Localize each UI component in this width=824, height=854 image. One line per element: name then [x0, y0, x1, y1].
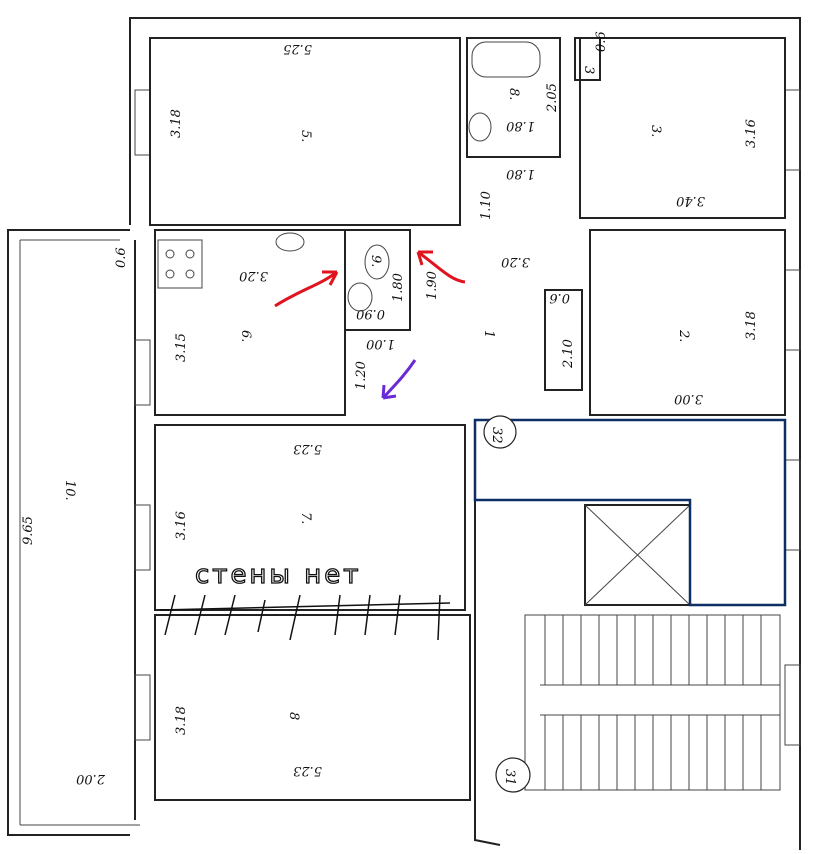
room6-wall: 0.6	[114, 247, 129, 268]
corridor-entry: 1.20	[354, 361, 369, 390]
room5-number: 5.	[298, 130, 313, 142]
stair-markers: 32 31	[483, 415, 531, 793]
corridor-niche	[544, 289, 583, 391]
annotation-no-wall: стены нет	[195, 560, 361, 590]
rooms	[149, 37, 786, 846]
sink-icon	[347, 282, 373, 312]
fixtures	[157, 41, 541, 312]
marker-32: 32	[489, 427, 504, 444]
room2-depth: 3.18	[744, 311, 759, 340]
marker-31: 31	[502, 769, 517, 786]
room-8-bath	[466, 37, 561, 158]
red-arrow	[274, 270, 339, 308]
highlight-outline	[473, 418, 787, 607]
purple-arrow	[381, 359, 417, 400]
room10-length: 9.65	[21, 516, 36, 545]
outer-walls	[7, 17, 801, 850]
room5-width: 5.25	[283, 41, 312, 56]
annotation-arrows	[274, 250, 466, 400]
room8-bath-number: 8.	[506, 88, 521, 100]
room9-number: 9.	[368, 255, 383, 267]
room-9-wc	[344, 229, 411, 331]
room5-depth: 3.18	[169, 109, 184, 138]
closet-width: 0.6	[594, 31, 609, 52]
corridor-segment2: 1.90	[425, 271, 440, 300]
room9-depth: 1.80	[391, 273, 406, 302]
room8-bath-outer-width: 1.80	[506, 166, 535, 181]
corridor-niche-depth: 2.10	[561, 339, 576, 369]
room7-number: 7.	[298, 512, 313, 524]
room8-width: 5.23	[293, 763, 322, 778]
room9-door: 1.00	[366, 336, 395, 351]
room3-width: 3.40	[676, 193, 705, 208]
staircase	[524, 614, 781, 791]
room3-depth: 3.16	[744, 119, 759, 148]
room-8	[154, 614, 471, 801]
sink-icon	[275, 232, 305, 252]
stove-icon	[157, 239, 203, 289]
room-2	[589, 229, 786, 416]
dimension-labels: 5.25 3.18 5. 8. 1.80 2.05 1.80 0.6 3 3. …	[21, 31, 759, 786]
corridor-niche-width: 0.6	[549, 290, 570, 305]
room7-depth: 3.16	[174, 511, 189, 540]
room10-width: 2.00	[76, 771, 106, 786]
room10-number: 10.	[62, 480, 77, 501]
bathtub-icon	[471, 41, 541, 78]
closet-number: 3	[581, 66, 596, 74]
room6-width: 3.20	[239, 268, 268, 283]
room-7	[154, 424, 466, 611]
room8-bath-width: 1.80	[506, 118, 535, 133]
corridor-number: 1	[481, 330, 496, 338]
corridor-segment1: 1.10	[479, 191, 494, 220]
room6-number: 6.	[238, 330, 253, 342]
room-3	[579, 37, 786, 219]
red-arrow	[416, 250, 466, 284]
room8-number: 8	[286, 712, 301, 720]
room6-depth: 3.15	[174, 333, 189, 362]
room3-number: 3.	[648, 125, 663, 137]
room2-number: 2.	[676, 329, 691, 342]
toilet-icon	[364, 244, 390, 280]
corridor-width: 3.20	[501, 254, 530, 269]
missing-wall-marks	[159, 594, 451, 641]
room8-bath-depth: 2.05	[545, 83, 560, 113]
room-6-kitchen	[154, 229, 346, 416]
sink-icon	[468, 112, 492, 142]
room7-width: 5.23	[293, 441, 322, 456]
room8-depth: 3.18	[174, 706, 189, 735]
room9-width: 0.90	[356, 306, 385, 321]
room2-width: 3.00	[674, 391, 703, 406]
room-5	[149, 37, 461, 226]
